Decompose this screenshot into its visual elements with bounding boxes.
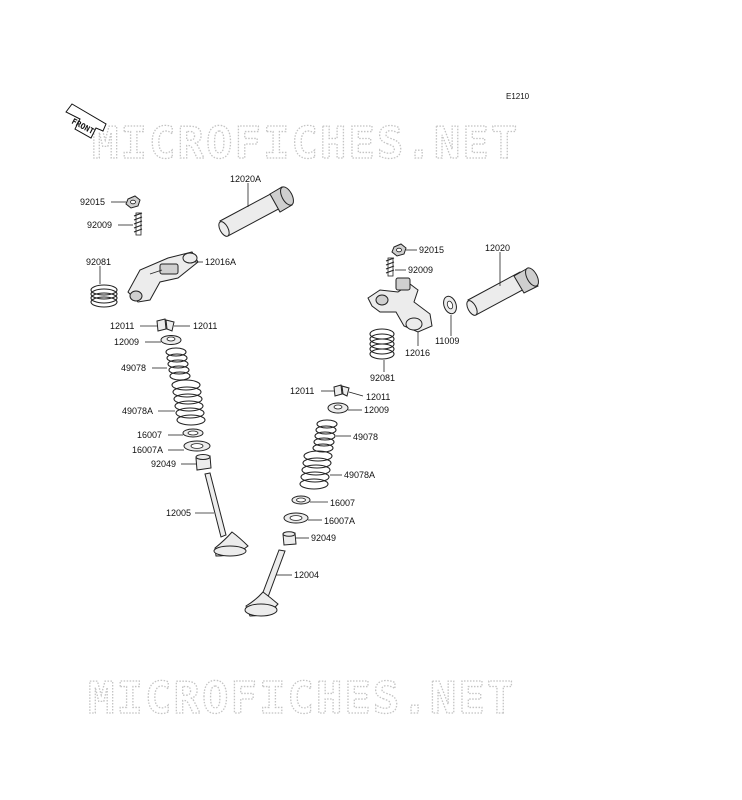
part-12011-cotters-right[interactable] xyxy=(333,384,350,397)
label-92015-right: 92015 xyxy=(419,245,444,255)
label-12005: 12005 xyxy=(166,508,191,518)
part-12016A-rocker-arm[interactable] xyxy=(127,251,199,303)
part-49078-inner-spring-left[interactable] xyxy=(165,347,191,381)
part-92081-spring-left[interactable] xyxy=(90,284,118,308)
label-92009-right: 92009 xyxy=(408,265,433,275)
part-12009-retainer-right[interactable] xyxy=(327,402,349,414)
label-92081-left: 92081 xyxy=(86,257,111,267)
part-12020A-shaft[interactable] xyxy=(217,185,296,238)
watermark-bottom: MICROFICHES.NET xyxy=(88,673,515,724)
label-92015-left: 92015 xyxy=(80,197,105,207)
part-11009-washer[interactable] xyxy=(441,294,458,315)
label-12016A: 12016A xyxy=(205,257,236,267)
label-11009: 11009 xyxy=(435,336,459,346)
watermark-top: MICROFICHES.NET xyxy=(92,118,519,169)
label-16007-left: 16007 xyxy=(137,430,162,440)
label-12020: 12020 xyxy=(485,243,510,253)
label-49078-right: 49078 xyxy=(353,432,378,442)
part-12009-retainer-left[interactable] xyxy=(160,335,182,345)
label-12016: 12016 xyxy=(405,348,430,358)
part-92049-stem-seal-right[interactable] xyxy=(282,531,297,546)
part-92015-nut-right[interactable] xyxy=(391,243,407,257)
part-92081-spring-right[interactable] xyxy=(369,328,395,360)
label-49078A-right: 49078A xyxy=(344,470,375,480)
label-12009-right: 12009 xyxy=(364,405,389,415)
part-16007A-seat-right[interactable] xyxy=(283,512,309,524)
label-92049-left: 92049 xyxy=(151,459,176,469)
label-92081-right: 92081 xyxy=(370,373,395,383)
part-12016-rocker-arm[interactable] xyxy=(367,277,433,333)
part-16007A-seat-left[interactable] xyxy=(183,440,211,452)
label-12009-left: 12009 xyxy=(114,337,139,347)
part-12020-shaft[interactable] xyxy=(465,266,541,317)
label-16007-right: 16007 xyxy=(330,498,355,508)
part-12005-valve[interactable] xyxy=(204,472,249,557)
part-16007-seat-left[interactable] xyxy=(182,428,204,438)
part-49078A-outer-spring-left[interactable] xyxy=(171,379,206,426)
label-12020A: 12020A xyxy=(230,174,261,184)
label-12011b-left: 12011 xyxy=(193,321,217,331)
part-12004-valve[interactable] xyxy=(244,549,286,617)
label-16007A-left: 16007A xyxy=(132,445,163,455)
label-49078-left: 49078 xyxy=(121,363,146,373)
label-49078A-left: 49078A xyxy=(122,406,153,416)
part-92049-stem-seal-left[interactable] xyxy=(195,454,212,471)
part-92009-screw-right[interactable] xyxy=(385,257,395,277)
label-92009-left: 92009 xyxy=(87,220,112,230)
label-12011b-right: 12011 xyxy=(366,392,390,402)
part-12011-cotters-left[interactable] xyxy=(156,318,175,332)
label-16007A-right: 16007A xyxy=(324,516,355,526)
part-49078-inner-spring-right[interactable] xyxy=(312,419,338,453)
part-92015-nut-left[interactable] xyxy=(125,195,141,209)
label-12004: 12004 xyxy=(294,570,319,580)
label-12011a-left: 12011 xyxy=(110,321,134,331)
diagram-code: E1210 xyxy=(506,92,530,101)
label-12011a-right: 12011 xyxy=(290,386,314,396)
part-49078A-outer-spring-right[interactable] xyxy=(299,450,333,490)
label-92049-right: 92049 xyxy=(311,533,336,543)
part-92009-screw-left[interactable] xyxy=(133,212,143,236)
part-16007-seat-right[interactable] xyxy=(291,495,311,505)
